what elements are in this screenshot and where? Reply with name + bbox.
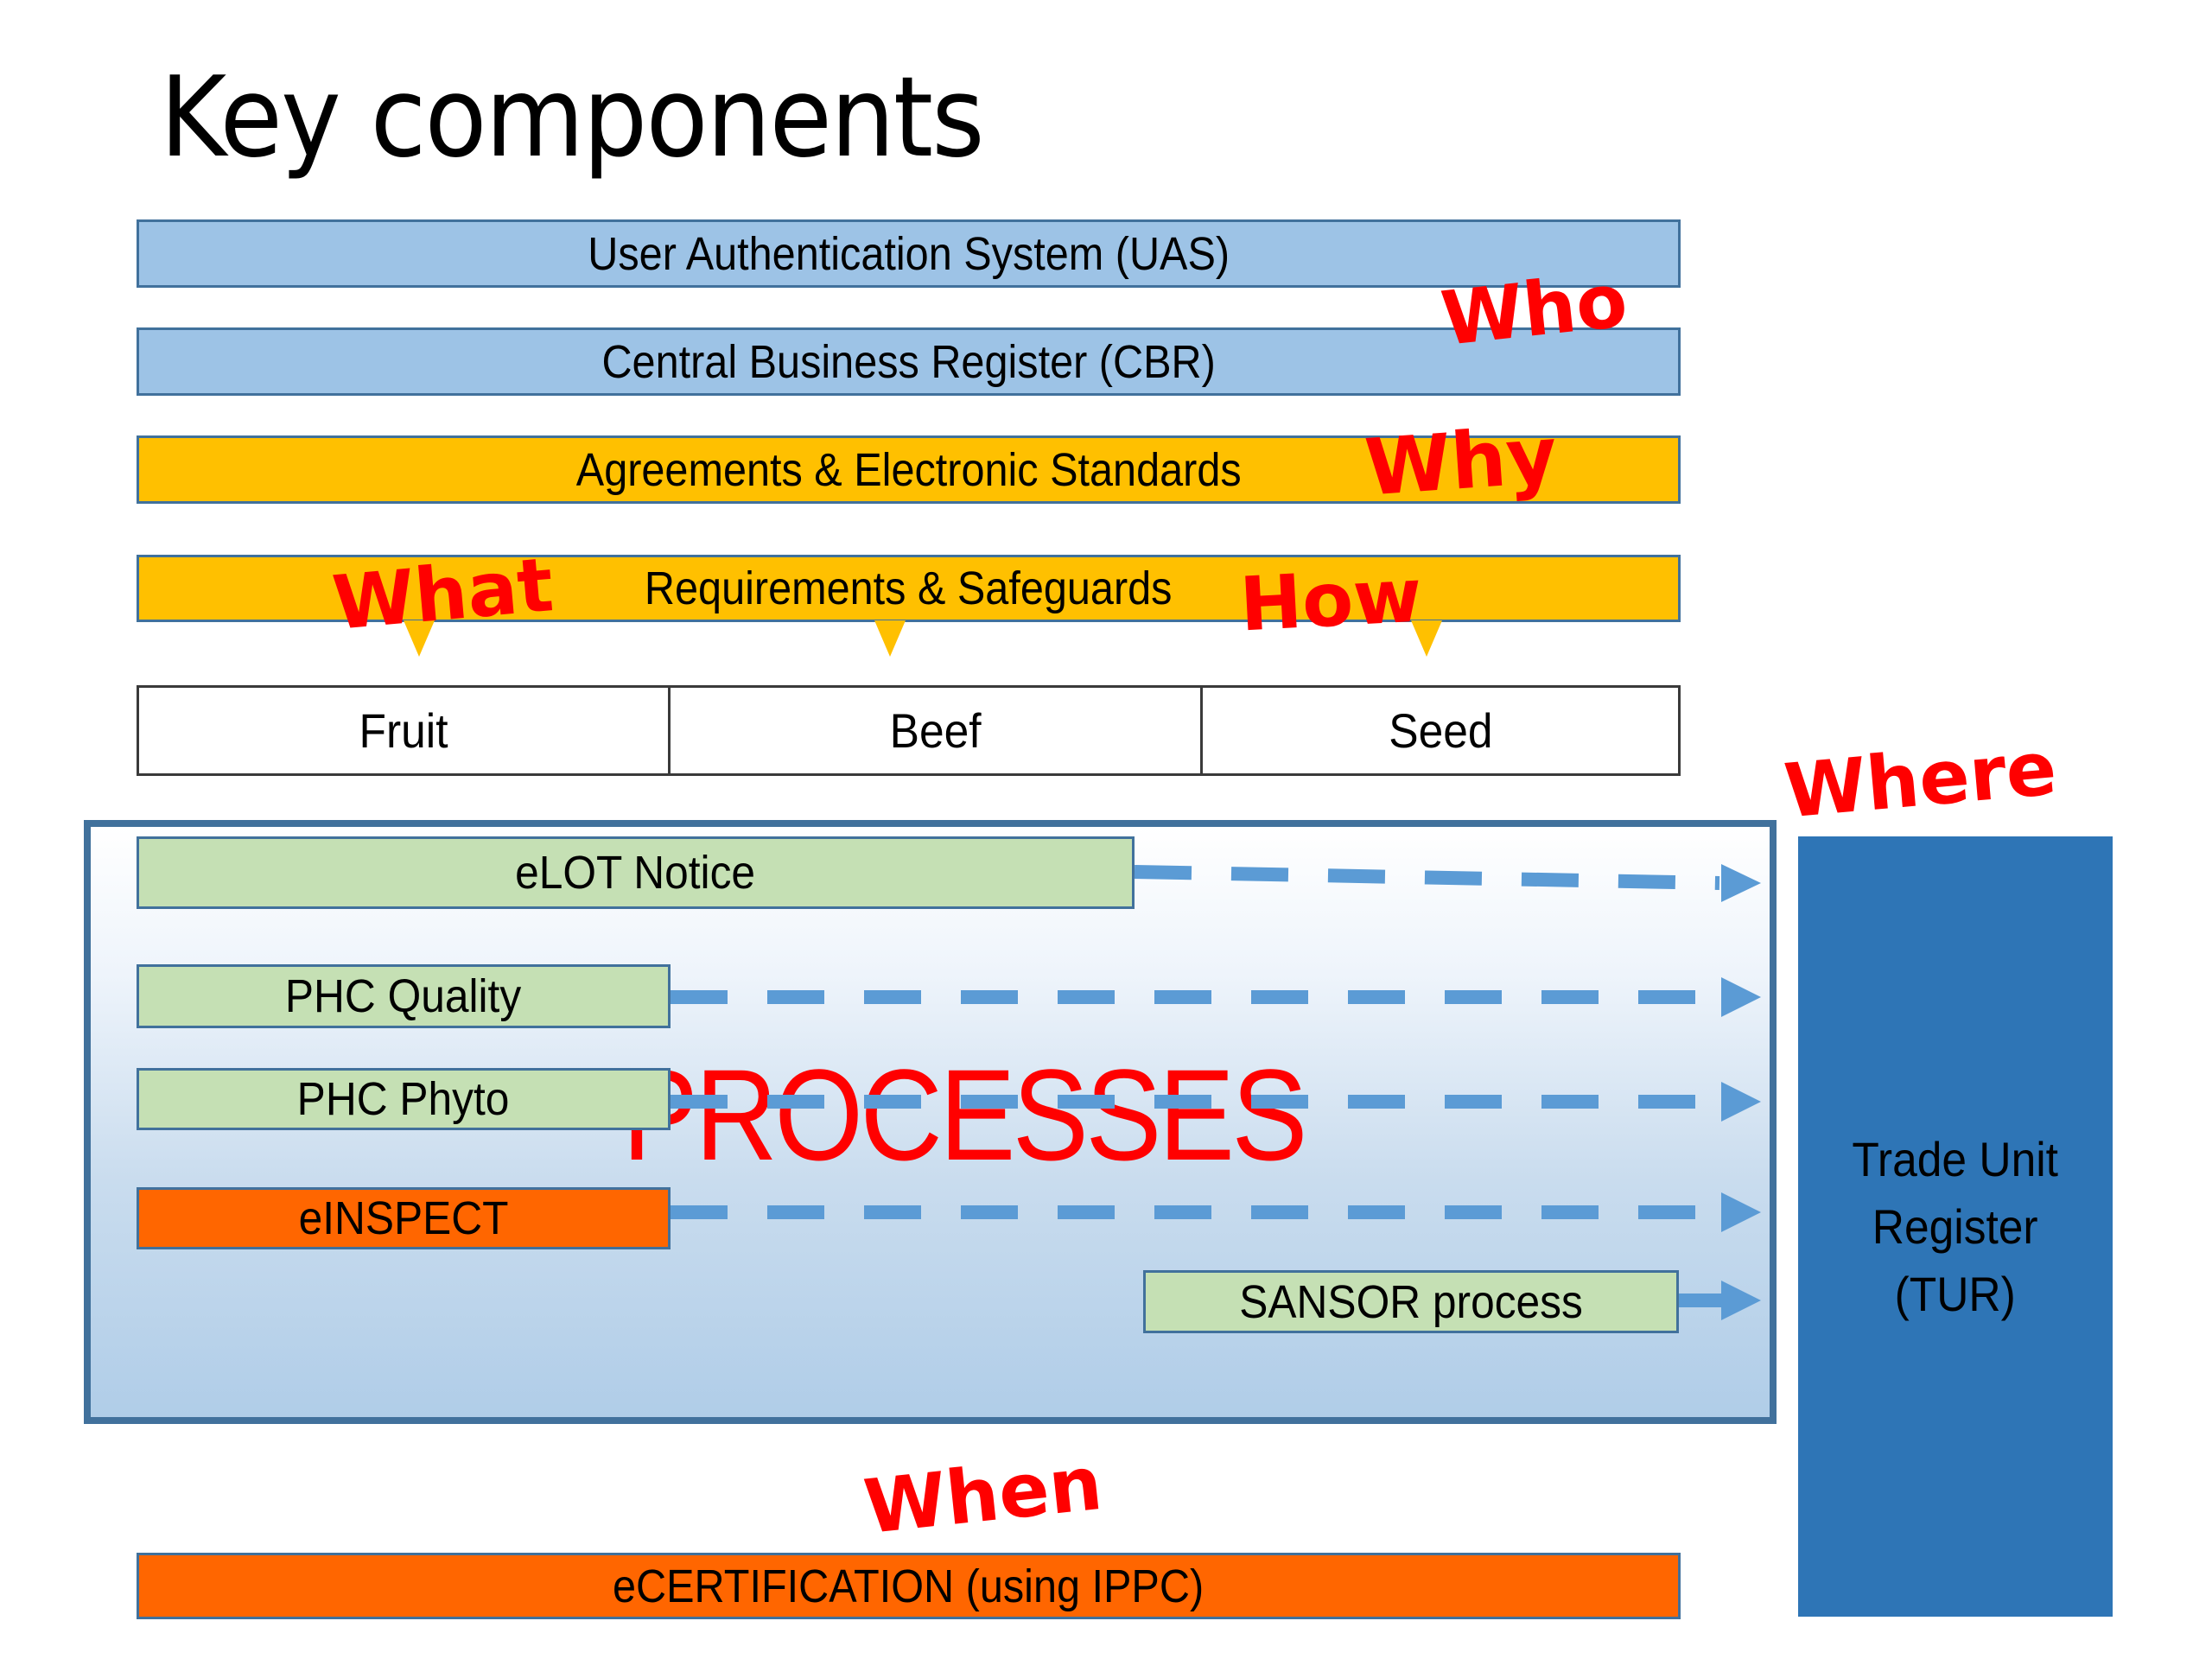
commodity-row: Fruit Beef Seed	[137, 685, 1681, 776]
process-label: PHC Phyto	[297, 1073, 510, 1125]
process-elot-notice: eLOT Notice	[137, 836, 1135, 909]
tur-line-2: Register	[1872, 1198, 2038, 1254]
uas-label: User Authentication System (UAS)	[588, 227, 1230, 280]
ecertification-bar: eCERTIFICATION (using IPPC)	[137, 1553, 1681, 1619]
annotation-why: Why	[1362, 410, 1560, 514]
process-sansor: SANSOR process	[1143, 1270, 1679, 1333]
annotation-how: How	[1237, 552, 1424, 649]
annotation-what: What	[329, 542, 557, 647]
process-einspect: eINSPECT	[137, 1187, 671, 1249]
process-label: SANSOR process	[1239, 1275, 1583, 1328]
pointer-seed-icon	[1411, 620, 1442, 657]
tur-line-3: (TUR)	[1894, 1266, 2017, 1321]
commodity-fruit: Fruit	[137, 685, 671, 776]
agreements-bar: Agreements & Electronic Standards	[137, 435, 1681, 504]
process-label: PHC Quality	[285, 970, 522, 1022]
commodity-label: Beef	[889, 703, 982, 758]
agreements-label: Agreements & Electronic Standards	[575, 443, 1242, 496]
cbr-bar: Central Business Register (CBR)	[137, 327, 1681, 396]
process-label: eLOT Notice	[515, 847, 756, 899]
cbr-label: Central Business Register (CBR)	[601, 335, 1216, 388]
requirements-bar: Requirements & Safeguards	[137, 555, 1681, 622]
requirements-label: Requirements & Safeguards	[645, 563, 1173, 614]
commodity-beef: Beef	[668, 685, 1203, 776]
process-phc-quality: PHC Quality	[137, 964, 671, 1028]
pointer-beef-icon	[874, 620, 906, 657]
tur-line-1: Trade Unit	[1852, 1131, 2059, 1186]
processes-label: PROCESSES	[622, 1042, 1307, 1187]
trade-unit-register: Trade Unit Register (TUR)	[1798, 836, 2113, 1617]
commodity-label: Seed	[1388, 703, 1493, 758]
uas-bar: User Authentication System (UAS)	[137, 219, 1681, 288]
annotation-where: Where	[1781, 725, 2060, 836]
annotation-when: When	[860, 1440, 1107, 1552]
ecertification-label: eCERTIFICATION (using IPPC)	[613, 1560, 1205, 1612]
process-phc-phyto: PHC Phyto	[137, 1068, 671, 1130]
commodity-seed: Seed	[1200, 685, 1681, 776]
slide-title: Key components	[160, 54, 985, 182]
commodity-label: Fruit	[359, 703, 448, 758]
process-label: eINSPECT	[298, 1192, 509, 1244]
annotation-who: Who	[1437, 257, 1631, 363]
pointer-fruit-icon	[404, 620, 435, 657]
